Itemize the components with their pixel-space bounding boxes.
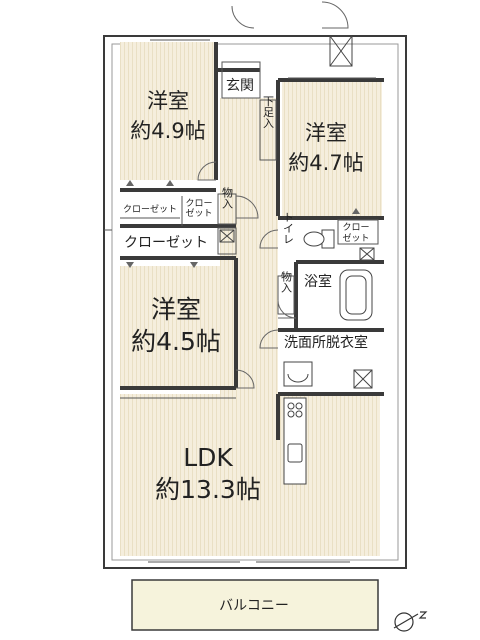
ldk-floor: [120, 394, 380, 556]
bedroom-b-floor: [282, 80, 382, 216]
storage-label-b: 物入: [280, 270, 293, 293]
ldk-name: LDK: [183, 443, 233, 472]
storage-label-a: 物入: [221, 186, 234, 209]
washbasin-fixture: [283, 361, 313, 387]
north-arrow-icon: [393, 611, 428, 632]
bedroom-b-name: 洋室: [305, 121, 347, 145]
storage-x-boxes: [219, 35, 375, 389]
bedroom-a-size: 約4.9帖: [130, 119, 205, 143]
shoe-storage-label: 下足入: [262, 96, 275, 129]
closet-label-main: クローゼット: [124, 235, 208, 251]
bathroom-label: 浴室: [304, 273, 332, 290]
entrance-label: 玄関: [226, 77, 254, 94]
washroom-label: 洗面所脱衣室: [284, 334, 368, 351]
bedroom-a-name: 洋室: [147, 89, 189, 113]
detail-lines: [120, 61, 379, 399]
closet-small-b-2: ゼット: [342, 232, 369, 244]
balcony-label: バルコニー: [219, 598, 289, 614]
ldk-size: 約13.3帖: [155, 475, 261, 504]
door-swings: [197, 1, 349, 389]
window-marks: [104, 39, 376, 563]
balcony-floor: [131, 579, 379, 631]
interior-walls: [120, 42, 384, 440]
bathtub-fixture: [339, 269, 373, 321]
closet-label-a: クローゼット: [123, 203, 177, 215]
closet-strip-floor: [120, 228, 216, 256]
toilet-label: トイレ: [282, 212, 295, 245]
bedroom-c-floor: [120, 266, 236, 386]
bedroom-a-floor: [120, 42, 216, 180]
floors: [120, 42, 382, 631]
bedroom-c-name: 洋室: [151, 295, 201, 324]
kitchen-counter: [283, 397, 307, 485]
closet-markers: [126, 180, 360, 268]
closet-small-a-1: クロー: [185, 198, 212, 209]
toilet-fixture: [303, 229, 335, 249]
bedroom-b-size: 約4.7帖: [288, 151, 363, 175]
bedroom-c-size: 約4.5帖: [131, 327, 221, 356]
closet-small-b-1: クロー: [342, 222, 369, 233]
closet-small-a-2: ゼット: [185, 207, 212, 219]
